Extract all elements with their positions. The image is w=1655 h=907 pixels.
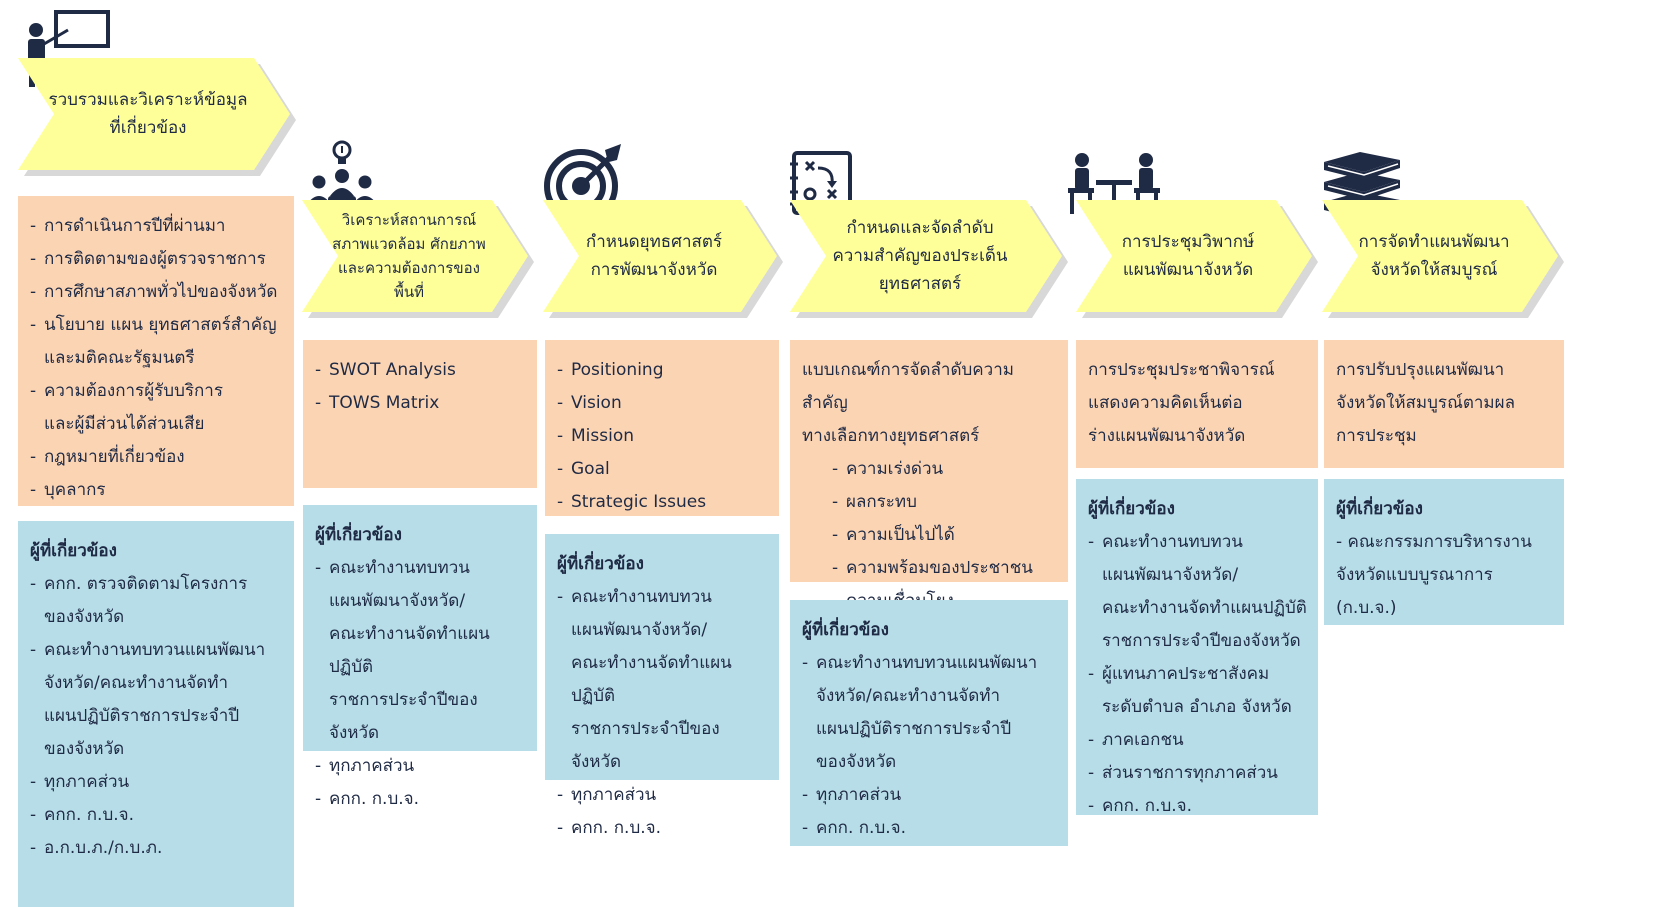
step-4-details: แบบเกณฑ์การจัดลำดับความสำคัญ ทางเลือกทาง… [790, 340, 1068, 618]
list-item: บุคลากร [30, 474, 284, 507]
step-1-stakeholders: ผู้ที่เกี่ยวข้อง คกก. ตรวจติดตามโครงการ … [18, 521, 294, 907]
list-item: กฎหมายที่เกี่ยวข้อง [30, 441, 284, 474]
list-item: ความพร้อมของประชาชน [802, 552, 1058, 585]
list-item: คกก. ก.บ.จ. [315, 783, 527, 816]
details-text: การประชุมประชาพิจารณ์ แสดงความคิดเห็นต่อ… [1088, 360, 1275, 446]
step-6-stakeholders: ผู้ที่เกี่ยวข้อง - คณะกรรมการบริหารงาน จ… [1324, 479, 1564, 625]
criteria-intro: แบบเกณฑ์การจัดลำดับความสำคัญ ทางเลือกทาง… [802, 360, 1014, 446]
details-text: การปรับปรุงแผนพัฒนา จังหวัดให้สมบูรณ์ตาม… [1336, 360, 1516, 446]
step-1-chevron: รวบรวมและวิเคราะห์ข้อมูล ที่เกี่ยวข้อง [18, 58, 296, 176]
step-2-chevron: วิเคราะห์สถานการณ์ สภาพแวดล้อม ศักยภาพ แ… [302, 200, 534, 318]
list-item: การดำเนินการปีที่ผ่านมา [30, 210, 284, 243]
list-item: คกก. ก.บ.จ. [802, 812, 1058, 845]
stakeholders-heading: ผู้ที่เกี่ยวข้อง [315, 525, 402, 545]
books-icon [1320, 146, 1404, 222]
step-4-chevron: กำหนดและจัดลำดับ ความสำคัญของประเด็น ยุท… [790, 200, 1068, 318]
step-4-title: กำหนดและจัดลำดับ ความสำคัญของประเด็น ยุท… [832, 218, 1008, 294]
list-item: คณะทำงานทบทวน แผนพัฒนาจังหวัด/ คณะทำงานจ… [315, 552, 527, 750]
list-item: คณะทำงานทบทวน แผนพัฒนาจังหวัด/ คณะทำงานจ… [557, 581, 769, 779]
stakeholders-heading: ผู้ที่เกี่ยวข้อง [802, 620, 889, 640]
list-item: อ.ก.บ.ภ./ก.บ.ภ. [30, 832, 284, 865]
step-1-title: รวบรวมและวิเคราะห์ข้อมูล ที่เกี่ยวข้อง [48, 90, 248, 138]
step-6-chevron: การจัดทำแผนพัฒนา จังหวัดให้สมบูรณ์ [1322, 200, 1564, 318]
list-item: ทุกภาคส่วน [802, 779, 1058, 812]
step-5-chevron: การประชุมวิพากษ์ แผนพัฒนาจังหวัด [1076, 200, 1318, 318]
list-item: นโยบาย แผน ยุทธศาสตร์สำคัญ และมติคณะรัฐม… [30, 309, 284, 375]
list-item: คณะทำงานทบทวน แผนพัฒนาจังหวัด/ คณะทำงานจ… [1088, 526, 1308, 658]
step-2-stakeholders: ผู้ที่เกี่ยวข้อง คณะทำงานทบทวน แผนพัฒนาจ… [303, 505, 537, 816]
step-3-title: กำหนดยุทธศาสตร์ การพัฒนาจังหวัด [585, 232, 723, 280]
list-item: การศึกษาสภาพทั่วไปของจังหวัด [30, 276, 284, 309]
list-item: Vision [557, 387, 769, 420]
list-item: คกก. ก.บ.จ. [557, 812, 769, 845]
list-item: คณะทำงานทบทวนแผนพัฒนา จังหวัด/คณะทำงานจั… [30, 634, 284, 766]
step-5-stakeholders: ผู้ที่เกี่ยวข้อง คณะทำงานทบทวน แผนพัฒนาจ… [1076, 479, 1318, 823]
stakeholders-heading: ผู้ที่เกี่ยวข้อง [557, 554, 644, 574]
step-2-title: วิเคราะห์สถานการณ์ สภาพแวดล้อม ศักยภาพ แ… [332, 211, 486, 301]
step-2-details: SWOT Analysis TOWS Matrix [303, 340, 537, 488]
stakeholders-heading: ผู้ที่เกี่ยวข้อง [1336, 499, 1423, 519]
step-3-chevron: กำหนดยุทธศาสตร์ การพัฒนาจังหวัด [543, 200, 783, 318]
step-6-title: การจัดทำแผนพัฒนา จังหวัดให้สมบูรณ์ [1358, 232, 1510, 280]
list-item: ผู้แทนภาคประชาสังคม ระดับตำบล อำเภอ จังห… [1088, 658, 1308, 724]
list-item: ผลกระทบ [802, 486, 1058, 519]
list-item: คกก. ก.บ.จ. [30, 799, 284, 832]
step-3-details: Positioning Vision Mission Goal Strategi… [545, 340, 779, 519]
step-6-details: การปรับปรุงแผนพัฒนา จังหวัดให้สมบูรณ์ตาม… [1324, 340, 1564, 468]
list-item: ภาคเอกชน [1088, 724, 1308, 757]
list-item: ความต้องการผู้รับบริการ และผู้มีส่วนได้ส… [30, 375, 284, 441]
list-item: คณะทำงานทบทวนแผนพัฒนา จังหวัด/คณะทำงานจั… [802, 647, 1058, 779]
step-3-stakeholders: ผู้ที่เกี่ยวข้อง คณะทำงานทบทวน แผนพัฒนาจ… [545, 534, 779, 845]
list-item: คกก. ก.บ.จ. [1088, 790, 1308, 823]
step-5-title: การประชุมวิพากษ์ แผนพัฒนาจังหวัด [1121, 232, 1255, 280]
list-item: Goal [557, 453, 769, 486]
list-item: ความเป็นไปได้ [802, 519, 1058, 552]
strategy-board-icon [788, 150, 854, 216]
list-item: การติดตามของผู้ตรวจราชการ [30, 243, 284, 276]
list-item: Strategic Issues [557, 486, 769, 519]
list-item: คกก. ตรวจติดตามโครงการ ของจังหวัด [30, 568, 284, 634]
list-item: Positioning [557, 354, 769, 387]
list-item: ทุกภาคส่วน [30, 766, 284, 799]
step-5-details: การประชุมประชาพิจารณ์ แสดงความคิดเห็นต่อ… [1076, 340, 1318, 468]
stakeholders-heading: ผู้ที่เกี่ยวข้อง [30, 541, 117, 561]
list-item: TOWS Matrix [315, 387, 527, 420]
list-item: ส่วนราชการทุกภาคส่วน [1088, 757, 1308, 790]
step-4-stakeholders: ผู้ที่เกี่ยวข้อง คณะทำงานทบทวนแผนพัฒนา จ… [790, 600, 1068, 846]
stakeholders-heading: ผู้ที่เกี่ยวข้อง [1088, 499, 1175, 519]
list-item: Mission [557, 420, 769, 453]
list-item: ทุกภาคส่วน [557, 779, 769, 812]
stakeholders-text: - คณะกรรมการบริหารงาน จังหวัดแบบบูรณาการ… [1336, 532, 1532, 618]
list-item: SWOT Analysis [315, 354, 527, 387]
step-1-details: การดำเนินการปีที่ผ่านมา การติดตามของผู้ต… [18, 196, 294, 507]
list-item: ความเร่งด่วน [802, 453, 1058, 486]
target-icon [543, 142, 625, 224]
list-item: ทุกภาคส่วน [315, 750, 527, 783]
